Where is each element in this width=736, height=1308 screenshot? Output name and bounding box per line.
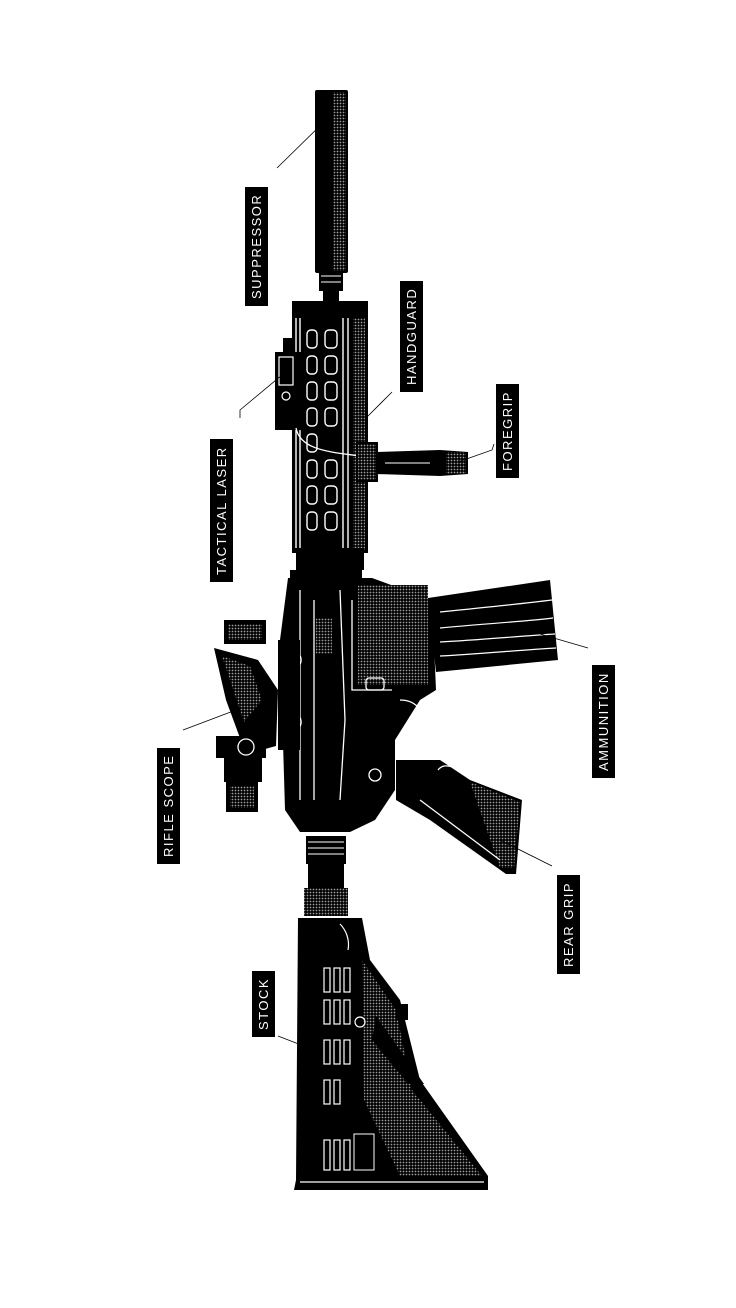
leader-lines <box>182 117 589 1051</box>
label-rear-grip: REAR GRIP <box>557 874 580 974</box>
tactical-laser-part <box>275 338 361 457</box>
rifle-scope-part <box>214 620 300 812</box>
label-handguard: HANDGUARD <box>400 280 423 392</box>
receiver-part <box>280 570 436 832</box>
label-foregrip: FOREGRIP <box>496 384 519 478</box>
stock-part <box>294 918 488 1190</box>
label-ammunition: AMMUNITION <box>592 665 615 778</box>
foregrip-part <box>356 442 468 482</box>
leader-stock <box>277 1035 315 1051</box>
label-rifle-scope: RIFLE SCOPE <box>157 747 180 864</box>
leader-rear-grip <box>499 839 553 867</box>
ammunition-part <box>428 580 558 672</box>
buffer-tube-part <box>304 836 348 916</box>
leader-ammunition <box>539 633 589 649</box>
label-stock: STOCK <box>252 970 275 1037</box>
leader-rifle-scope <box>182 709 237 731</box>
handguard-part <box>292 301 368 570</box>
rear-grip-part <box>396 760 522 874</box>
leader-tactical-laser <box>239 369 289 418</box>
label-suppressor: SUPPRESSOR <box>245 186 268 306</box>
leader-foregrip <box>457 443 495 463</box>
leader-suppressor <box>276 117 329 169</box>
label-tactical-laser: TACTICAL LASER <box>210 439 233 582</box>
suppressor-part <box>315 90 348 301</box>
leader-handguard <box>365 391 393 419</box>
